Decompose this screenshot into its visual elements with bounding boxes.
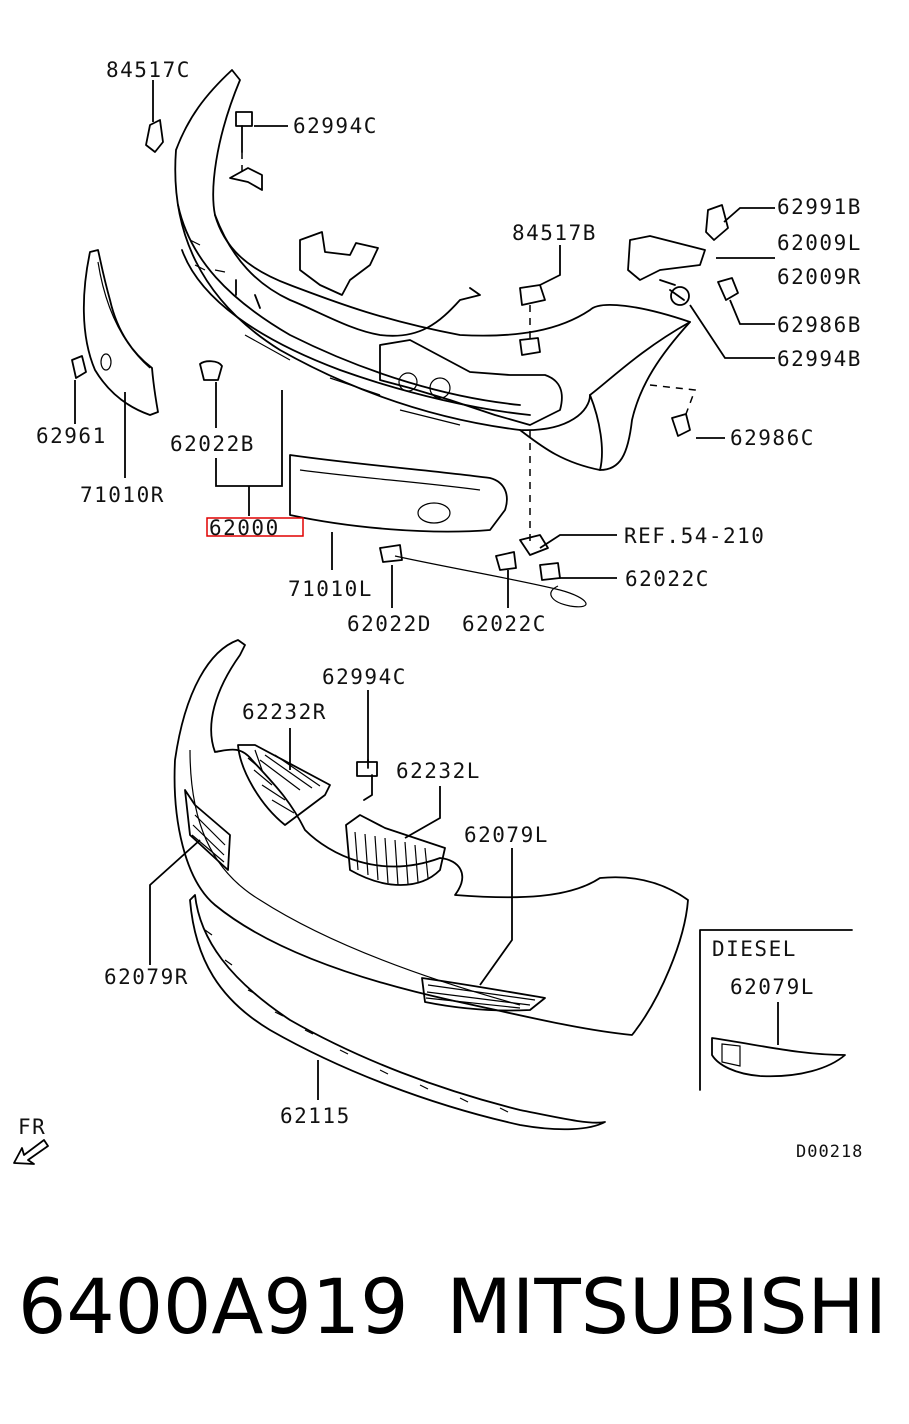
fog-grille-left-62079L <box>421 977 546 1012</box>
label-diesel: DIESEL <box>712 937 797 961</box>
label-fr: FR <box>18 1115 46 1139</box>
label-62994C-top: 62994C <box>293 114 378 138</box>
front-direction-arrow-icon <box>13 1139 49 1165</box>
label-62994C-lower: 62994C <box>322 665 407 689</box>
lower-spoiler-62115 <box>189 894 606 1131</box>
label-71010L: 71010L <box>288 577 373 601</box>
label-62986C: 62986C <box>730 426 815 450</box>
label-62009R: 62009R <box>777 265 862 289</box>
label-71010R: 71010R <box>80 483 165 507</box>
label-ref-54-210: REF.54-210 <box>624 524 765 548</box>
leader-lines-lower <box>149 690 779 1100</box>
label-84517B: 84517B <box>512 221 597 245</box>
label-diesel-62079L: 62079L <box>730 975 815 999</box>
label-62022B: 62022B <box>170 432 255 456</box>
leader-lines-upper <box>74 80 775 608</box>
label-62961: 62961 <box>36 424 107 448</box>
part-number: 6400A919 <box>18 1262 409 1351</box>
fog-cover-left-71010L <box>289 454 508 533</box>
upper-bumper-cover <box>174 69 691 471</box>
label-62022D: 62022D <box>347 612 432 636</box>
label-84517C: 84517C <box>106 58 191 82</box>
highlight-box-62000 <box>206 517 304 537</box>
label-62022C-bottom: 62022C <box>462 612 547 636</box>
label-62232R: 62232R <box>242 700 327 724</box>
diesel-inset <box>699 929 853 1091</box>
label-62986B: 62986B <box>777 313 862 337</box>
grille-right-62232R <box>237 744 331 826</box>
fasteners-upper <box>71 111 739 608</box>
label-62079R: 62079R <box>104 965 189 989</box>
brand-name: MITSUBISHI <box>446 1262 887 1351</box>
label-62115: 62115 <box>280 1104 351 1128</box>
footer: 6400A919 MITSUBISHI <box>0 1262 909 1372</box>
label-62991B: 62991B <box>777 195 862 219</box>
label-62022C-right: 62022C <box>625 567 710 591</box>
label-62079L: 62079L <box>464 823 549 847</box>
fog-cover-right-71010R <box>82 249 159 416</box>
label-62994B: 62994B <box>777 347 862 371</box>
drawing-code: D00218 <box>796 1142 863 1162</box>
label-62232L: 62232L <box>396 759 481 783</box>
label-62009L: 62009L <box>777 231 862 255</box>
lower-bumper-cover <box>173 639 689 1036</box>
label-62000: 62000 <box>209 516 280 540</box>
